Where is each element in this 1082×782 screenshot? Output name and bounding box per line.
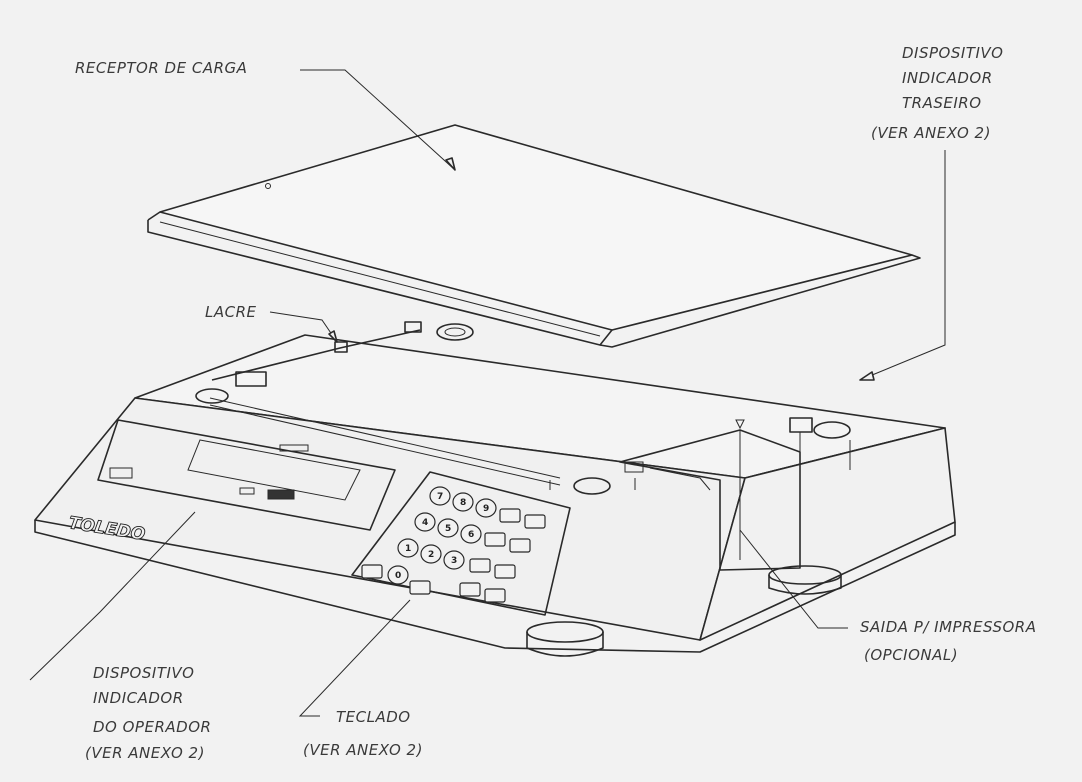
keypad-key [397,538,419,558]
keypad-key-label: 1 [405,544,411,554]
keypad-function-key [494,564,516,579]
label-operador-line1: DISPOSITIVO [93,664,194,682]
label-traseiro-line4: (VER ANEXO 2) [871,124,991,142]
keypad-key [452,492,474,512]
keypad-function-key [484,588,506,603]
printer-output [619,429,801,571]
label-operador-line2: INDICADOR [93,689,184,707]
keypad-key-label: 2 [428,550,434,560]
label-teclado-line2: (VER ANEXO 2) [303,741,423,759]
keypad-key [460,524,482,544]
keypad-key-label: 9 [483,504,489,514]
scale-body [34,321,956,653]
keypad-key [387,565,409,585]
keypad-key [443,550,465,570]
keypad-function-key [361,564,383,579]
keypad-key-label: 4 [422,518,428,528]
label-traseiro-line3: TRASEIRO [902,94,982,112]
keypad-key [414,512,436,532]
keypad-key-label: 7 [437,492,443,502]
keypad-function-key [524,514,546,529]
label-operador-line4: (VER ANEXO 2) [85,744,205,762]
keypad: 7 8 9 4 5 6 1 2 3 0 [351,471,571,616]
keypad-function-key [459,582,481,597]
label-receptor-de-carga: RECEPTOR DE CARGA [75,59,247,77]
keypad-function-key [509,538,531,553]
label-teclado-line1: TECLADO [336,708,411,726]
label-lacre: LACRE [205,303,257,321]
label-saida-line2: (OPCIONAL) [864,646,958,664]
keypad-key [475,498,497,518]
label-traseiro-line2: INDICADOR [902,69,993,87]
keypad-function-key [499,508,521,523]
keypad-function-key [409,580,431,595]
label-saida-line1: SAIDA P/ IMPRESSORA [860,618,1036,636]
keypad-key-label: 6 [468,530,474,540]
keypad-function-key [469,558,491,573]
keypad-key-label: 0 [395,571,401,581]
keypad-key [429,486,451,506]
keypad-key [437,518,459,538]
keypad-function-key [484,532,506,547]
scale-feet [526,565,842,657]
keypad-key-label: 3 [451,556,457,566]
keypad-key-label: 8 [460,498,466,508]
keypad-key [420,544,442,564]
keypad-key-label: 5 [445,524,451,534]
label-operador-line3: DO OPERADOR [93,718,211,736]
operator-display [97,419,396,531]
load-receptor-platter [147,124,921,348]
leader-lines [29,69,946,717]
label-traseiro-line1: DISPOSITIVO [902,44,1003,62]
